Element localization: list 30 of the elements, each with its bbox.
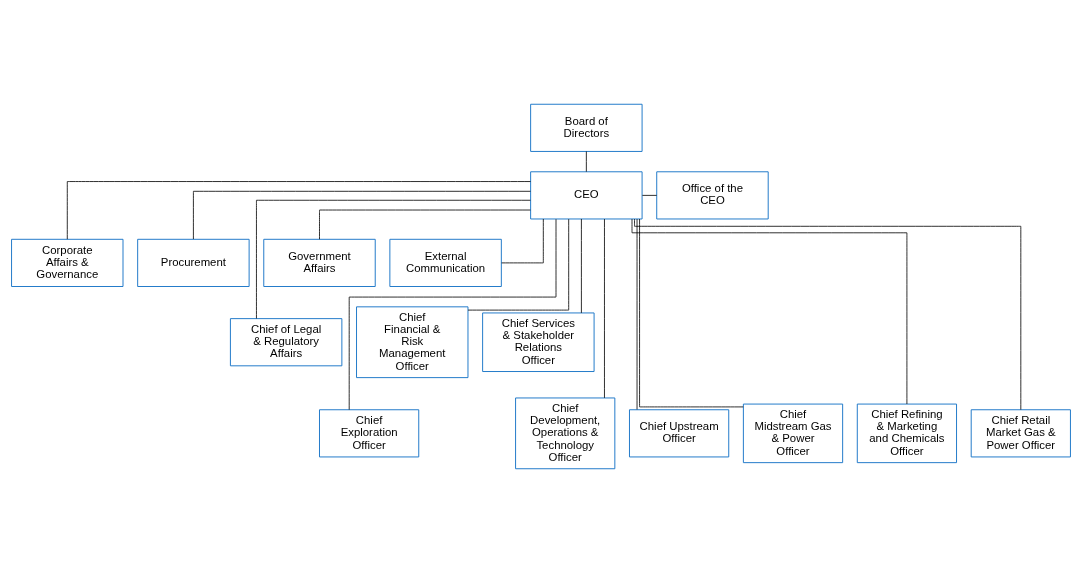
node-box: Procurement (137, 238, 250, 287)
connector (66, 181, 531, 240)
node-box: External Communication (389, 238, 502, 287)
node-box: Chief Development, Operations & Technology Officer (515, 397, 616, 470)
node-box: Chief Financial & Risk Management Officer (356, 306, 469, 379)
connector (642, 194, 658, 196)
connector (636, 218, 638, 410)
node-box: Chief Services & Stakeholder Relations Officer (482, 312, 595, 372)
connector (581, 218, 582, 314)
node-box: Chief Retail Market Gas & Power Officer (970, 409, 1071, 458)
connector (501, 218, 544, 264)
connector (585, 151, 587, 173)
node-box: CEO (530, 171, 643, 220)
node-box: Chief Upstream Officer (629, 409, 730, 458)
connector (604, 218, 605, 399)
connector (639, 218, 744, 408)
connector (319, 209, 531, 240)
connector (634, 218, 1022, 410)
node-box: Office of the CEO (656, 171, 769, 220)
connector (256, 199, 531, 319)
node-box: Chief Midstream Gas & Power Officer (742, 403, 844, 464)
connector (193, 190, 531, 240)
connector (631, 218, 908, 405)
node-box: Board of Directors (530, 103, 643, 152)
connector (467, 218, 570, 311)
node-box: Chief of Legal & Regulatory Affairs (229, 318, 343, 367)
node-box: Corporate Affairs & Governance (11, 238, 124, 287)
node-box: Chief Refining & Marketing and Chemicals Officer (856, 403, 958, 464)
node-box: Chief Exploration Officer (319, 409, 420, 458)
node-box: Government Affairs (263, 238, 376, 287)
